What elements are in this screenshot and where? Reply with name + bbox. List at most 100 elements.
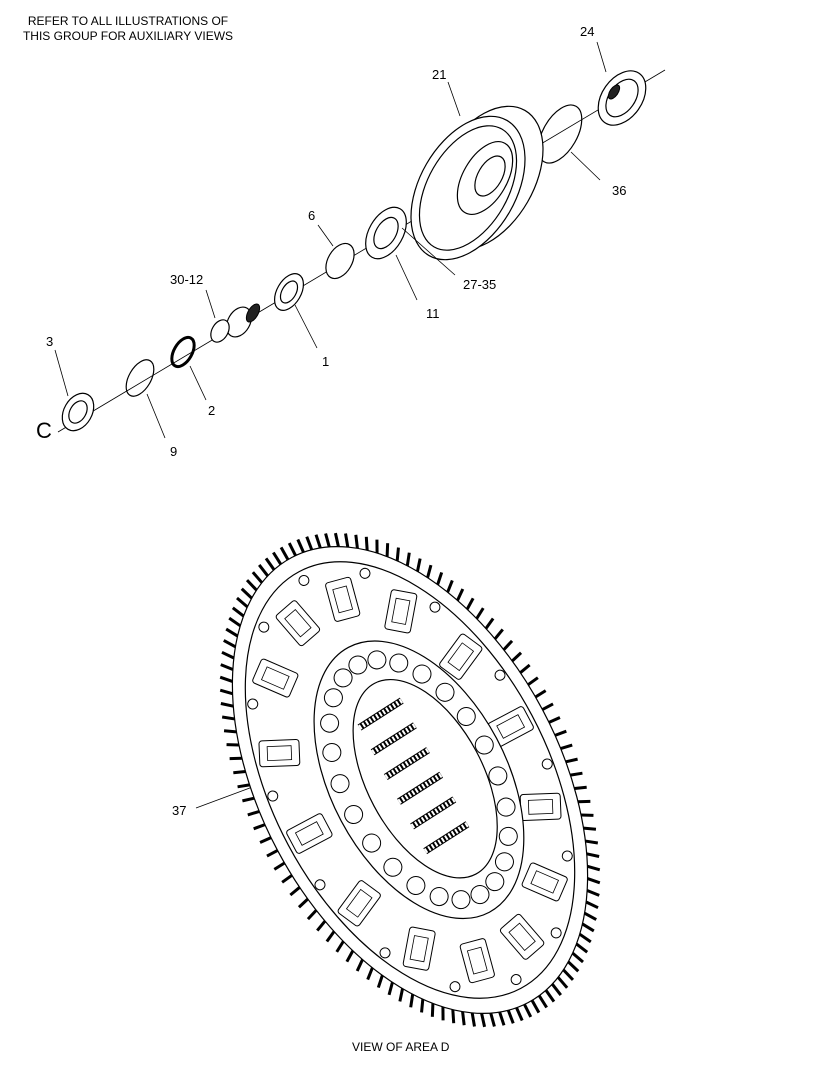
friction-pad	[337, 880, 381, 927]
hub-stud-thread	[371, 723, 417, 755]
gear-tooth	[581, 922, 595, 933]
gear-tooth	[587, 877, 601, 885]
part-9-o-ring	[125, 359, 155, 397]
callout-9: 9	[170, 444, 177, 459]
gear-tooth	[480, 1013, 487, 1028]
reference-note: REFER TO ALL ILLUSTRATIONS OF THIS GROUP…	[8, 14, 248, 44]
gear-tooth	[578, 799, 591, 804]
gear-tooth	[366, 967, 374, 981]
gear-tooth	[259, 836, 272, 844]
gear-tooth	[395, 547, 400, 561]
hub-bolt	[367, 650, 387, 670]
gear-tooth	[560, 743, 573, 750]
gear-tooth	[223, 639, 237, 649]
friction-pad-inner	[345, 888, 373, 918]
gear-tooth	[567, 960, 580, 973]
friction-pads	[247, 567, 573, 993]
gear-tooth	[266, 849, 279, 858]
gear-tooth	[498, 1011, 506, 1026]
friction-pad-inner	[260, 666, 290, 690]
rim-bolt	[550, 927, 562, 939]
gear-tooth	[228, 616, 242, 628]
gear-tooth	[585, 839, 599, 845]
rim-bolt	[359, 567, 371, 579]
part-27-35-bearing	[365, 206, 407, 260]
gear-tooth	[519, 663, 531, 674]
hub-bolt	[456, 707, 476, 727]
gear-tooth	[398, 988, 405, 1002]
hub-bore	[352, 678, 498, 879]
gear-tooth	[264, 557, 276, 571]
rim-bolt	[379, 947, 391, 959]
gear-tooth	[451, 1009, 456, 1024]
gear-tooth	[245, 579, 258, 592]
gear-tooth	[253, 823, 266, 831]
rim-bolt	[561, 850, 573, 862]
hub-bolt	[498, 826, 518, 846]
gear-tooth	[430, 1003, 435, 1017]
gear-tooth	[385, 543, 390, 557]
hub-bolt	[435, 682, 455, 702]
rim-bolt	[449, 981, 461, 993]
view-marker-c: C	[36, 418, 52, 443]
gear-tooth	[229, 756, 242, 761]
gear-tooth	[237, 783, 250, 789]
gear-tooth	[548, 716, 561, 724]
gear-tooth	[583, 826, 597, 831]
friction-pad	[252, 658, 299, 698]
hub-bolt	[344, 805, 364, 825]
part-36-o-ring	[537, 104, 583, 164]
gear-tooth	[511, 651, 523, 663]
friction-pad-inner	[447, 642, 475, 672]
gear-tooth	[586, 852, 600, 858]
gear-tooth	[502, 639, 514, 651]
gear-tooth	[489, 1012, 496, 1027]
gear-tooth	[376, 974, 384, 989]
gear-tooth	[223, 729, 237, 734]
friction-pad	[519, 792, 562, 822]
gear-tooth	[375, 539, 379, 554]
hub-bolt	[330, 774, 350, 794]
gear-tooth	[281, 874, 293, 884]
part-24-seal	[597, 70, 647, 126]
friction-pad-inner	[266, 745, 293, 762]
gear-tooth	[534, 689, 547, 699]
friction-pad-inner	[527, 798, 554, 815]
hub-bolt	[488, 766, 508, 786]
gear-tooth	[578, 932, 592, 944]
rim-bolt	[258, 621, 270, 633]
friction-pad-inner	[508, 922, 536, 952]
gear-tooth	[446, 579, 454, 593]
part-21-housing	[410, 105, 544, 261]
gear-tooth	[345, 950, 355, 963]
gear-tooth	[251, 571, 264, 584]
friction-pad-inner	[409, 935, 429, 963]
callout-1: 1	[322, 354, 329, 369]
gear-tooth	[354, 534, 359, 549]
callout-24: 24	[580, 24, 594, 39]
gear-tooth	[441, 1006, 445, 1021]
gear-tooth	[436, 571, 444, 586]
reference-note-line-1: REFER TO ALL ILLUSTRATIONS OF	[27, 14, 229, 28]
gear-tooth	[470, 1012, 476, 1027]
gear-tooth	[240, 587, 253, 600]
rim-bolt	[298, 574, 310, 586]
gear-tooth	[551, 983, 562, 997]
assembly-axis-line	[57, 69, 666, 433]
friction-pad	[275, 600, 321, 647]
callout-36: 36	[612, 183, 626, 198]
hub-bolts	[320, 650, 518, 910]
rim-bolt	[429, 601, 441, 613]
friction-pad	[258, 738, 301, 768]
rim-bolt	[510, 974, 522, 986]
view-caption: VIEW OF AREA D	[352, 1040, 450, 1054]
callout-21: 21	[432, 67, 446, 82]
gear-tooth	[355, 958, 364, 972]
friction-pad-inner	[391, 597, 411, 625]
hub-bolt	[389, 653, 409, 673]
callout-30-12: 30-12	[170, 272, 203, 287]
gear-tooth	[530, 999, 541, 1014]
gear-tooth	[426, 564, 433, 579]
gear-tooth	[465, 597, 475, 610]
gear-tooth	[287, 542, 297, 557]
